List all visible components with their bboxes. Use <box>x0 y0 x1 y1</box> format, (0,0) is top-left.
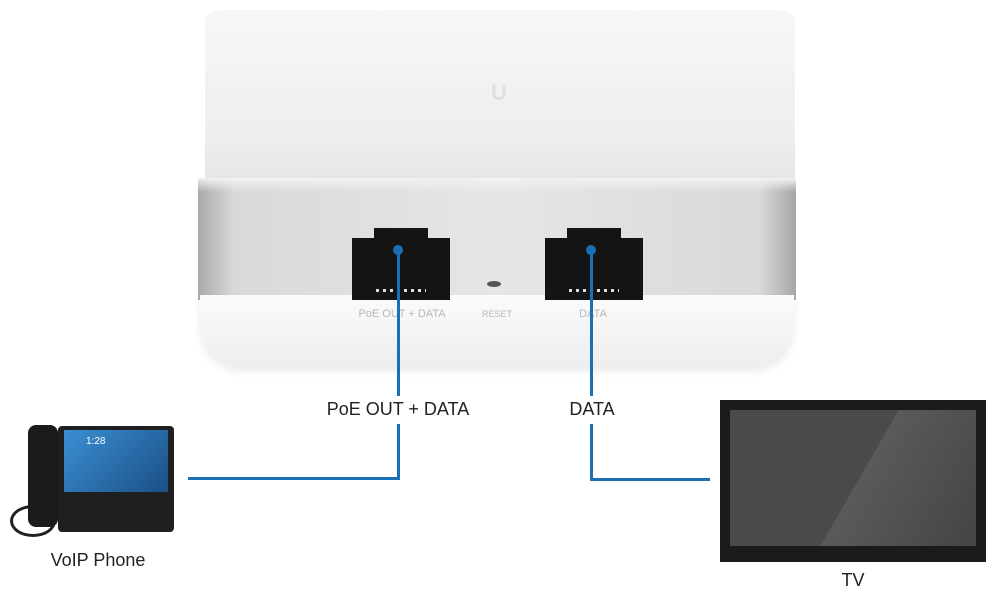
tv-label: TV <box>841 570 865 590</box>
connector-line-data-to-tv <box>590 478 710 481</box>
connector-line-poe-lower <box>397 424 400 480</box>
connector-line-data <box>590 250 593 396</box>
port-label-data: DATA <box>579 308 607 320</box>
device-top-housing <box>205 10 795 195</box>
connector-line-data-lower <box>590 424 593 481</box>
connector-line-poe <box>397 250 400 396</box>
port-label-poe: PoE OUT + DATA <box>358 308 446 320</box>
connector-line-poe-to-phone <box>188 477 400 480</box>
tv-screen <box>730 410 976 546</box>
phone-label: VoIP Phone <box>50 550 146 570</box>
port-label-reset: RESET <box>481 309 513 319</box>
device-bottom-housing <box>200 295 794 365</box>
reset-button <box>487 281 501 287</box>
phone-handset <box>28 425 58 527</box>
connection-label-data: DATA <box>569 399 615 419</box>
device-port-panel <box>198 178 796 300</box>
phone-screen <box>64 430 168 492</box>
connection-label-poe: PoE OUT + DATA <box>326 399 470 419</box>
ubiquiti-logo: U <box>491 80 507 105</box>
phone-screen-time: 1:28 <box>86 436 106 447</box>
